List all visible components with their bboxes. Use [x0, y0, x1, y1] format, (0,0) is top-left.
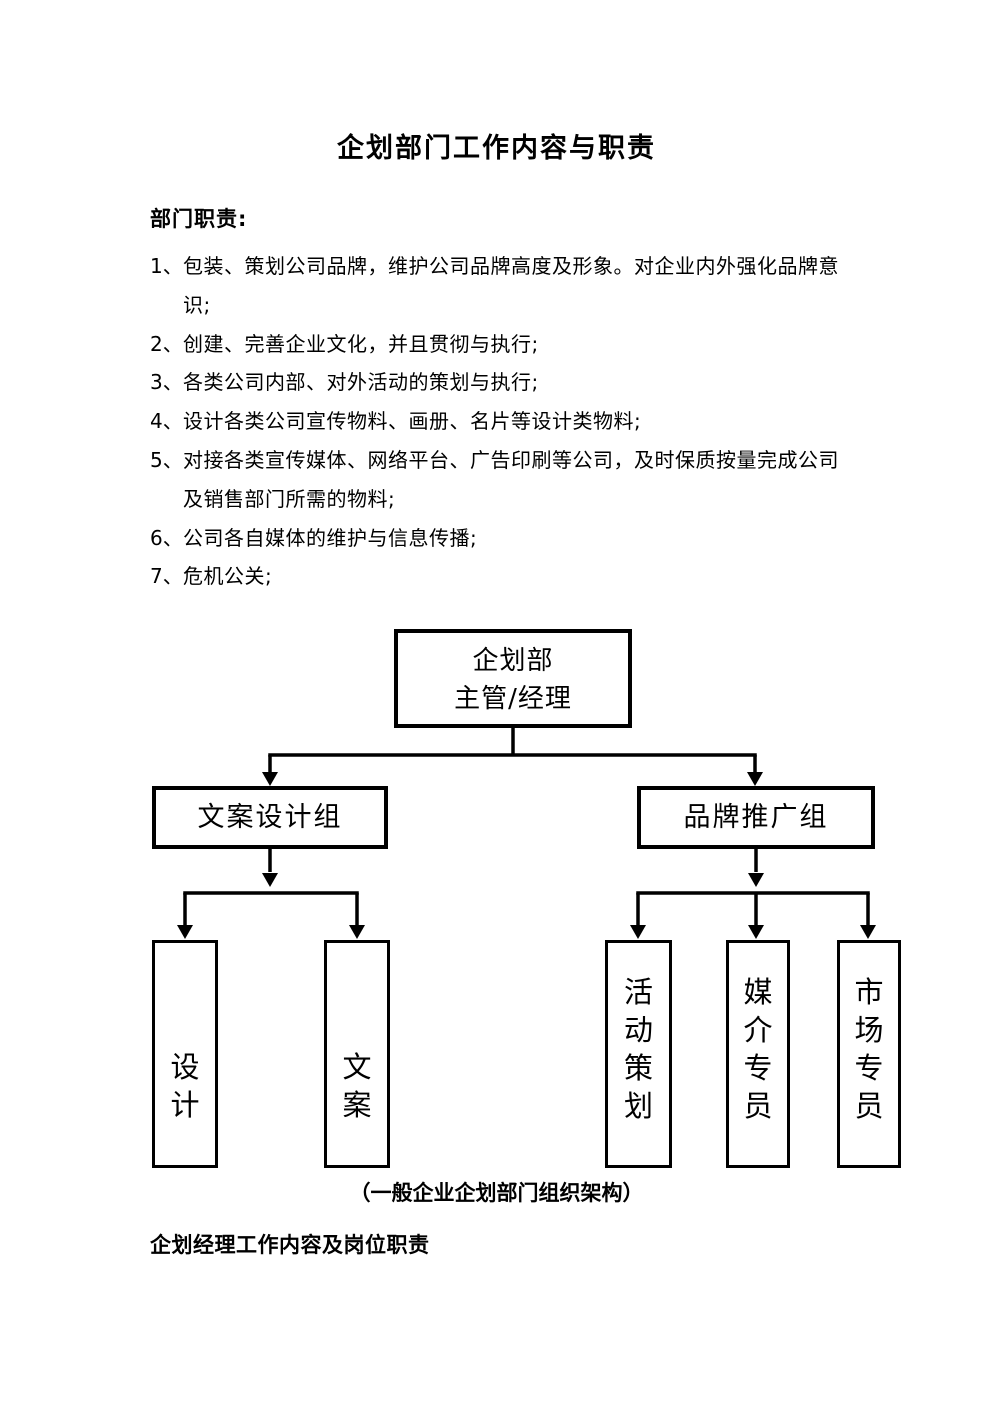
list-item: 1、 包装、策划公司品牌，维护公司品牌高度及形象。对企业内外强化品牌意 识; [150, 247, 853, 325]
list-item: 6、 公司各自媒体的维护与信息传播; [150, 519, 853, 558]
list-item: 4、 设计各类公司宣传物料、画册、名片等设计类物料; [150, 402, 853, 441]
section-heading-responsibilities: 部门职责: [150, 207, 248, 231]
page-title: 企划部门工作内容与职责 [337, 133, 656, 164]
org-node-label: 媒介专员 [743, 975, 773, 1123]
list-item: 3、 各类公司内部、对外活动的策划与执行; [150, 363, 853, 402]
org-node-label: 设计 [170, 1050, 200, 1122]
section-heading-manager-duties: 企划经理工作内容及岗位职责 [150, 1233, 430, 1257]
list-item: 7、 危机公关; [150, 557, 853, 596]
org-node-design: 设计 [152, 940, 218, 1168]
org-node-brand-promotion-group: 品牌推广组 [637, 786, 875, 849]
list-item-text: 危机公关; [183, 564, 273, 589]
org-node-label-line1: 企划部 [472, 646, 554, 676]
org-node-media-specialist: 媒介专员 [726, 940, 790, 1168]
org-node-label: 市场专员 [854, 975, 884, 1123]
org-node-label-line2: 主管/经理 [454, 684, 572, 714]
chart-caption: （一般企业企划部门组织架构） [349, 1181, 644, 1205]
responsibilities-list: 1、 包装、策划公司品牌，维护公司品牌高度及形象。对企业内外强化品牌意 识; 2… [150, 247, 853, 596]
org-node-label: 文案设计组 [197, 802, 343, 833]
list-item-text: 识; [183, 292, 211, 317]
list-item-text: 及销售部门所需的物料; [183, 486, 396, 511]
list-item-number: 6、 [150, 525, 183, 550]
list-item-text: 公司各自媒体的维护与信息传播; [183, 525, 478, 550]
list-item-number: 4、 [150, 409, 183, 434]
list-item-text: 设计各类公司宣传物料、画册、名片等设计类物料; [183, 409, 642, 434]
list-item-number: 7、 [150, 564, 183, 589]
org-node-label: 文案 [342, 1050, 372, 1122]
list-item: 2、 创建、完善企业文化，并且贯彻与执行; [150, 325, 853, 364]
list-item-number: 2、 [150, 331, 183, 356]
list-item-number: 5、 [150, 447, 183, 472]
org-node-copywriting: 文案 [324, 940, 390, 1168]
list-item-number: 3、 [150, 370, 183, 395]
org-node-market-specialist: 市场专员 [837, 940, 901, 1168]
list-item-text: 包装、策划公司品牌，维护公司品牌高度及形象。对企业内外强化品牌意 [183, 254, 839, 278]
org-node-copy-design-group: 文案设计组 [152, 786, 388, 849]
list-item-text: 各类公司内部、对外活动的策划与执行; [183, 370, 539, 395]
org-node-label: 品牌推广组 [683, 802, 829, 833]
org-node-label: 活动策划 [623, 975, 653, 1123]
org-node-event-planning: 活动策划 [605, 940, 672, 1168]
list-item-number: 1、 [150, 254, 183, 278]
org-chart: 企划部 主管/经理 文案设计组 品牌推广组 设计 文案 活动策划 媒介专员 市场… [0, 620, 993, 1220]
list-item-text: 对接各类宣传媒体、网络平台、广告印刷等公司，及时保质按量完成公司 [183, 447, 839, 472]
list-item: 5、 对接各类宣传媒体、网络平台、广告印刷等公司，及时保质按量完成公司 及销售部… [150, 441, 853, 519]
org-node-planning-dept-manager: 企划部 主管/经理 [394, 629, 632, 728]
list-item-text: 创建、完善企业文化，并且贯彻与执行; [183, 331, 539, 356]
